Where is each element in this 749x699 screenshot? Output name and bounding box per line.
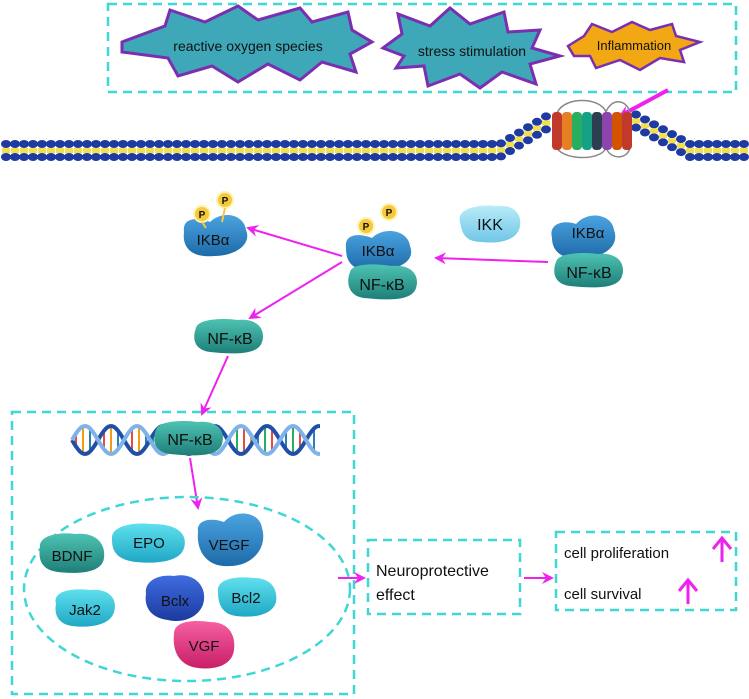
- gene-jak2: Jak2: [55, 589, 115, 627]
- arrow-transcription: [189, 457, 203, 510]
- phospho-p-1: P: [199, 210, 206, 221]
- gene-bdnf: BDNF: [39, 533, 105, 573]
- arrow-phospho-release: [246, 225, 343, 257]
- inactive-complex: IKBα NF-κB: [551, 215, 623, 288]
- up-arrow-icon: [711, 535, 733, 562]
- gene-products-ellipse: [22, 495, 352, 683]
- phospho-p-4: P: [386, 208, 393, 219]
- neuro-label-1: Neuroprotective: [376, 563, 489, 580]
- stress-star: stress stimulation: [379, 6, 566, 90]
- phospho-ikba: P P IKBα: [183, 191, 248, 257]
- gene-bcl2: Bcl2: [217, 577, 277, 617]
- stress-label: stress stimulation: [418, 43, 526, 59]
- vgf-label: VGF: [189, 638, 220, 655]
- bdnf-label: BDNF: [52, 548, 93, 565]
- arrow-nuclear-translocation: [200, 355, 229, 416]
- vegf-label: VEGF: [209, 537, 250, 554]
- survival-label: cell survival: [564, 586, 642, 603]
- gene-vgf: VGF: [173, 621, 235, 669]
- stimuli-box: [106, 2, 738, 94]
- nfkb-label-3: NF-κB: [207, 331, 252, 348]
- phospho-p-3: P: [363, 222, 370, 233]
- jak2-label: Jak2: [69, 602, 101, 619]
- ikba-label-1: IKBα: [197, 232, 230, 249]
- cell-membrane: [1, 110, 749, 161]
- nfkb-label-1: NF-κB: [359, 277, 404, 294]
- arrow-ikk-activation: [434, 252, 549, 265]
- arrow-nfkb-release: [248, 261, 343, 320]
- ikk: IKK: [459, 205, 521, 243]
- ros-star: reactive oxygen species: [120, 4, 376, 84]
- inflammation-label: Inflammation: [597, 38, 671, 53]
- inflammation-star: Inflammation: [566, 20, 705, 72]
- bclx-label: Bclx: [161, 593, 190, 610]
- ikk-label: IKK: [477, 217, 503, 234]
- phospho-complex: P P IKBα NF-κB: [345, 203, 417, 300]
- bcl2-label: Bcl2: [231, 590, 260, 607]
- phospho-p-2: P: [222, 196, 229, 207]
- neuroprotective-box: [366, 538, 522, 616]
- ikba-label-3: IKBα: [572, 225, 605, 242]
- nucleus-box: [10, 410, 356, 696]
- gene-epo: EPO: [111, 523, 185, 563]
- up-arrow-icon: [677, 577, 699, 604]
- proliferation-label: cell proliferation: [564, 545, 669, 562]
- gene-vegf: VEGF: [197, 513, 264, 567]
- dna-bound-nfkb: NF-κB: [154, 420, 223, 456]
- gene-bclx: Bclx: [145, 575, 205, 622]
- nfkb-label-2: NF-κB: [566, 265, 611, 282]
- ikba-label-2: IKBα: [362, 243, 395, 260]
- neuro-label-2: effect: [376, 587, 415, 604]
- ros-label: reactive oxygen species: [173, 38, 322, 54]
- receptor: [552, 99, 632, 159]
- inflammation-arrow: [618, 88, 669, 118]
- free-nfkb: NF-κB: [194, 318, 263, 354]
- outcomes-box: [554, 530, 738, 612]
- epo-label: EPO: [133, 535, 165, 552]
- nfkb-label-4: NF-κB: [167, 432, 212, 449]
